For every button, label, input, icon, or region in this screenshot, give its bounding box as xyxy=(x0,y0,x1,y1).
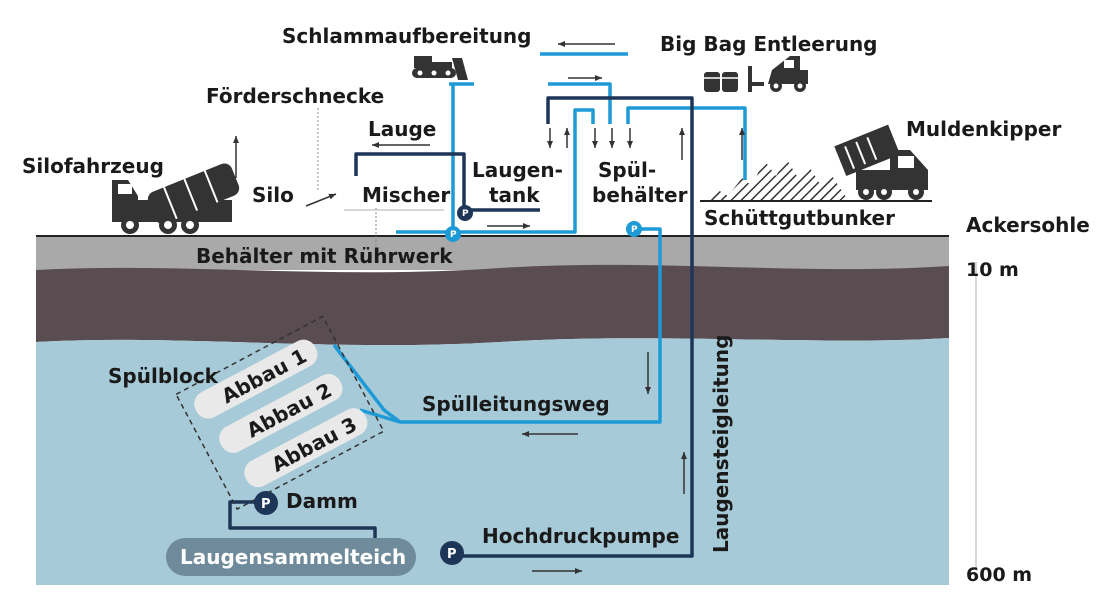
pump-symbol: P xyxy=(462,209,469,219)
big-bag-icon xyxy=(704,56,808,92)
abbau-1-chamber xyxy=(194,339,318,419)
silo-label: Silo xyxy=(252,183,294,207)
silofahrzeug-label: Silofahrzeug xyxy=(22,154,164,178)
laugentank-label-2: tank xyxy=(489,183,540,207)
laugensammelteich-pond xyxy=(166,538,416,576)
flow-arrows xyxy=(233,41,745,574)
pump-symbol: P xyxy=(261,497,271,512)
damm-label: Damm xyxy=(286,489,358,513)
laugensteigleitung-label: Laugensteigleitung xyxy=(709,335,733,553)
lauge-label: Lauge xyxy=(368,117,436,141)
abbau-2-chamber xyxy=(219,373,343,453)
depth-600m-label: 600 m xyxy=(966,564,1032,586)
behaelter-ruehrwerk-label: Behälter mit Rührwerk xyxy=(196,244,453,268)
hochdruckpumpe-label: Hochdruckpumpe xyxy=(482,524,679,548)
spuelblock-label: Spülblock xyxy=(108,364,219,388)
ackersohle-label: Ackersohle xyxy=(966,213,1090,237)
depth-10m-label: 10 m xyxy=(966,259,1019,281)
big-bag-label: Big Bag Entleerung xyxy=(660,32,878,56)
salt-layer xyxy=(36,338,949,585)
pipes-dark xyxy=(228,96,694,558)
pump-mischer: P xyxy=(445,226,461,242)
surface-layer xyxy=(36,236,949,270)
pump-symbol: P xyxy=(447,547,457,562)
muldenkipper-label: Muldenkipper xyxy=(906,117,1061,141)
laugentank-label-1: Laugen- xyxy=(472,158,563,182)
bulldozer-icon xyxy=(412,56,468,80)
pump-damm: P xyxy=(254,491,278,515)
spuelbehaelter-label-1: Spül- xyxy=(598,158,656,182)
muldenkipper-icon xyxy=(834,124,928,200)
pump-hochdruck: P xyxy=(440,541,464,565)
pump-symbol: P xyxy=(450,230,457,240)
silofahrzeug-icon xyxy=(112,163,240,234)
bulk-material-pile xyxy=(705,158,848,200)
schuettgutbunker-label: Schüttgutbunker xyxy=(704,206,895,230)
laugensammelteich-label: Laugensammelteich xyxy=(180,545,406,569)
abbau-3-chamber xyxy=(244,408,368,488)
schlammaufbereitung-label: Schlammaufbereitung xyxy=(282,24,531,48)
pipes-light xyxy=(332,52,747,424)
pump-spuelbehaelter: P xyxy=(626,221,642,237)
spuelblock-outline xyxy=(175,315,385,511)
foerderschnecke-label: Förderschnecke xyxy=(206,84,384,108)
pump-laugentank: P xyxy=(457,205,473,221)
pump-symbol: P xyxy=(631,225,638,235)
dark-rock-layer xyxy=(36,264,949,346)
spuelbehaelter-label-2: behälter xyxy=(592,183,688,207)
mischer-label: Mischer xyxy=(362,183,450,207)
spuelleitungsweg-label: Spülleitungsweg xyxy=(422,392,610,416)
